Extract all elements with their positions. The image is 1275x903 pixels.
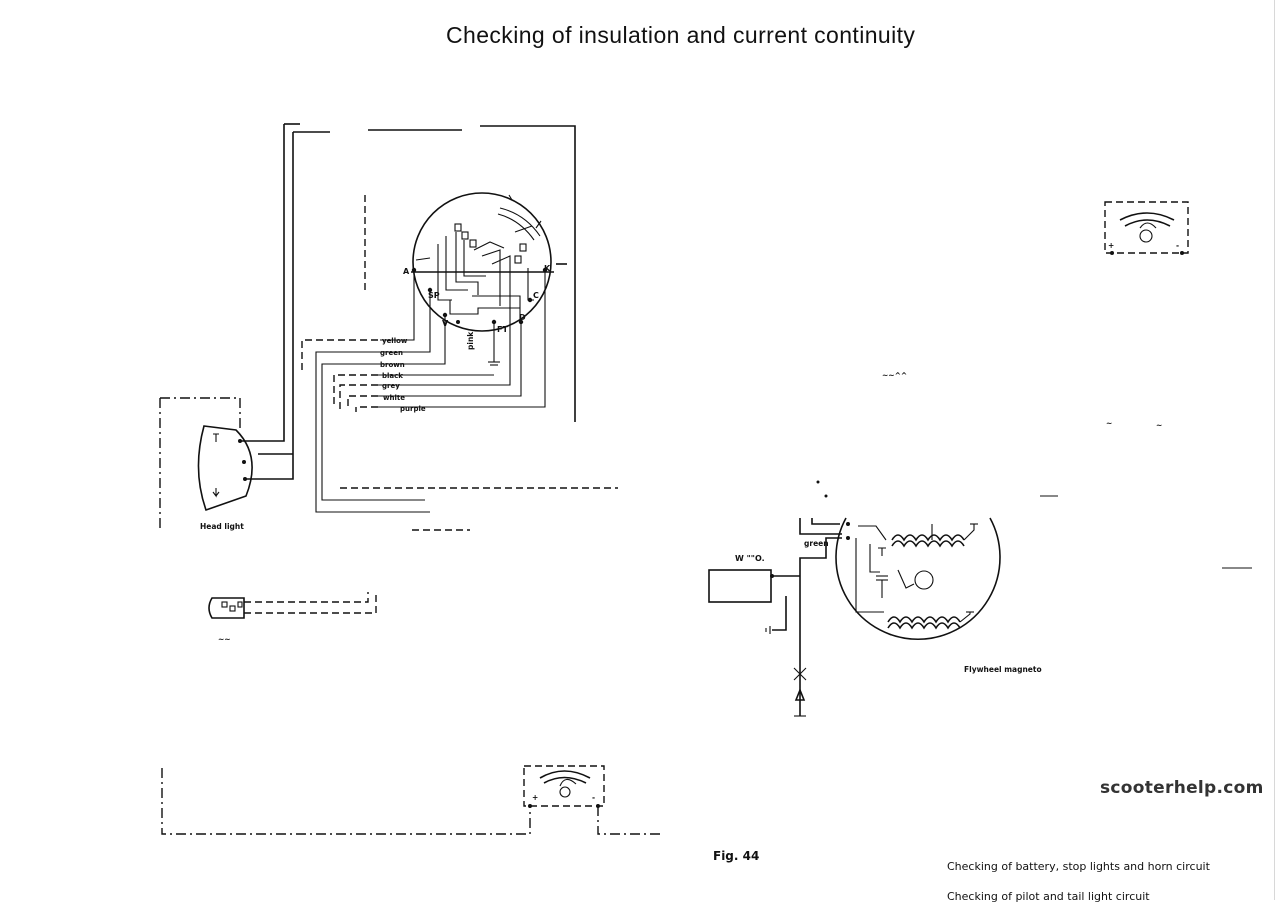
- flywheel-magneto: Flywheel magneto: [835, 517, 1042, 674]
- switch-terminal-labels: A SP V FT D C K pink: [403, 264, 551, 350]
- svg-text:~: ~: [1106, 419, 1112, 428]
- scan-marks: ~~^^ ~ ~: [816, 371, 1252, 569]
- bottom-test-loop: + -: [161, 765, 660, 835]
- svg-text:A: A: [403, 267, 410, 276]
- watermark-text: scooterhelp.com: [1100, 778, 1264, 798]
- svg-text:~: ~: [1156, 421, 1162, 430]
- svg-text:W ""O.: W ""O.: [735, 554, 765, 563]
- svg-text:Head light: Head light: [200, 522, 244, 531]
- light-switch: [411, 192, 567, 366]
- caption-battery-circuit: Checking of battery, stop lights and hor…: [947, 860, 1210, 873]
- svg-text:-: -: [1176, 241, 1179, 250]
- svg-text:green: green: [380, 349, 403, 357]
- svg-text:green: green: [804, 539, 829, 548]
- svg-text:+: +: [1108, 241, 1114, 250]
- wire-colour-labels: yellow green brown black grey white purp…: [380, 337, 426, 413]
- svg-text:pink: pink: [466, 331, 475, 350]
- svg-text:K: K: [544, 264, 551, 273]
- svg-text:SP: SP: [428, 291, 440, 300]
- caption-pilot-circuit: Checking of pilot and tail light circuit: [947, 890, 1150, 903]
- svg-text:C: C: [533, 291, 539, 300]
- svg-text:-: -: [592, 793, 595, 802]
- svg-text:+: +: [532, 793, 538, 802]
- svg-text:yellow: yellow: [382, 337, 408, 345]
- main-harness-loop: [240, 123, 576, 480]
- svg-text:~~: ~~: [218, 635, 231, 644]
- svg-text:purple: purple: [400, 405, 426, 413]
- head-light: Head light: [159, 397, 253, 532]
- svg-text:FT: FT: [497, 325, 508, 334]
- svg-text:Flywheel magneto: Flywheel magneto: [964, 665, 1042, 674]
- wire-bundle: [301, 270, 618, 531]
- svg-text:~~^^: ~~^^: [882, 371, 907, 380]
- page-title: Checking of insulation and current conti…: [446, 22, 916, 48]
- svg-text:brown: brown: [380, 361, 405, 369]
- tail-lamp: ~~: [208, 592, 377, 644]
- test-box-w: W ""O.: [708, 554, 772, 603]
- svg-text:D: D: [519, 313, 526, 322]
- figure-number: Fig. 44: [713, 849, 760, 863]
- svg-text:black: black: [382, 372, 403, 380]
- magneto-leads: green: [765, 518, 850, 717]
- svg-text:white: white: [383, 394, 405, 402]
- svg-text:grey: grey: [382, 382, 400, 390]
- top-right-meter: + -: [1104, 201, 1189, 255]
